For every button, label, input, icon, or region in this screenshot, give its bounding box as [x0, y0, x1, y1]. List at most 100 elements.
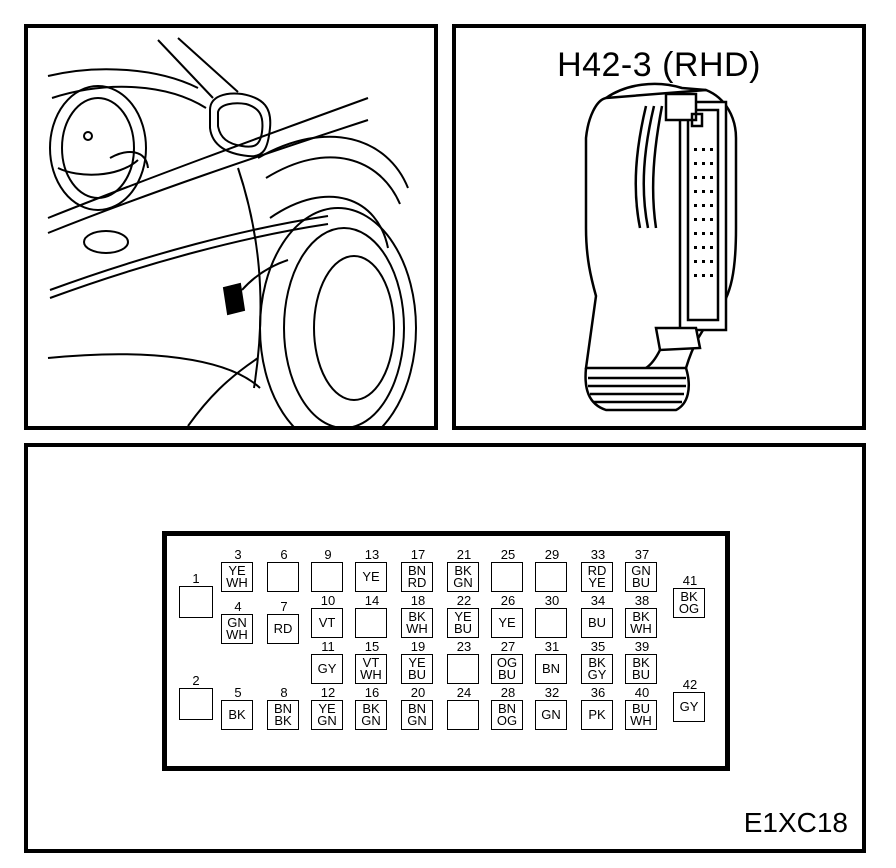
- connector-housing-illustration: [584, 82, 738, 412]
- wire-color-code: GN: [453, 575, 473, 590]
- figure-code: E1XC18: [743, 807, 848, 838]
- pin-cavity: [447, 700, 479, 730]
- pin-number: 21: [456, 547, 472, 562]
- wire-color-code: YE: [318, 701, 336, 716]
- pin-number: 9: [324, 547, 332, 562]
- wire-color-code: GN: [407, 713, 427, 728]
- pin-cavity: YE: [491, 608, 523, 638]
- wire-color-code: OG: [678, 601, 700, 616]
- pin-number: 19: [410, 639, 426, 654]
- wire-color-code: YE: [228, 563, 246, 578]
- pin-number: 24: [456, 685, 472, 700]
- wire-color-code: BK: [680, 589, 698, 604]
- pin-number: 1: [192, 571, 200, 586]
- pin-cavity: YE: [355, 562, 387, 592]
- pin-cavity: [267, 562, 299, 592]
- wire-color-code: GN: [361, 713, 381, 728]
- pin-number: 8: [280, 685, 288, 700]
- wire-color-code: BK: [454, 563, 472, 578]
- pin-number: 10: [320, 593, 336, 608]
- pin-number: 7: [280, 599, 288, 614]
- pin-number: 20: [410, 685, 426, 700]
- wire-color-code: BN: [407, 563, 427, 578]
- wire-color-code: GN: [631, 563, 651, 578]
- wire-color-code: BK: [274, 713, 292, 728]
- pin-number: 28: [500, 685, 516, 700]
- wire-color-code: WH: [226, 575, 248, 590]
- pin-number: 2: [192, 673, 200, 688]
- wire-color-code: BN: [541, 661, 561, 676]
- wire-color-code: BU: [631, 701, 651, 716]
- pin-number: 23: [456, 639, 472, 654]
- pin-number: 4: [234, 599, 242, 614]
- vehicle-side-illustration: [47, 37, 417, 426]
- wire-color-code: WH: [406, 621, 428, 636]
- pin-cavity: [179, 586, 213, 618]
- pin-number: 5: [234, 685, 242, 700]
- pin-number: 38: [634, 593, 650, 608]
- pin-cavity: GY: [673, 692, 705, 722]
- pin-number: 15: [364, 639, 380, 654]
- pin-cavity: [179, 688, 213, 720]
- pin-cavity: RD: [267, 614, 299, 644]
- wire-color-code: BK: [228, 707, 246, 722]
- pin-cavity: BU: [581, 608, 613, 638]
- pin-number: 42: [682, 677, 698, 692]
- pin-number: 33: [590, 547, 606, 562]
- wire-color-code: RD: [273, 621, 293, 636]
- pin-cavity: [447, 654, 479, 684]
- pin-number: 32: [544, 685, 560, 700]
- wire-color-code: YE: [498, 615, 516, 630]
- wire-color-code: GY: [679, 699, 699, 714]
- pin-cavity: GY: [311, 654, 343, 684]
- pin-number: 35: [590, 639, 606, 654]
- pin-cavity: PK: [581, 700, 613, 730]
- wire-color-code: PK: [588, 707, 606, 722]
- pin-cavity: [491, 562, 523, 592]
- wire-color-code: YE: [408, 655, 426, 670]
- wire-color-code: OG: [496, 655, 518, 670]
- pin-number: 25: [500, 547, 516, 562]
- wire-color-code: BK: [632, 609, 650, 624]
- pin-number: 3: [234, 547, 242, 562]
- pin-number: 36: [590, 685, 606, 700]
- pin-number: 13: [364, 547, 380, 562]
- wire-color-code: GN: [541, 707, 561, 722]
- wire-color-code: YE: [588, 575, 606, 590]
- wire-color-code: VT: [318, 615, 336, 630]
- pin-number: 22: [456, 593, 472, 608]
- pin-number: 30: [544, 593, 560, 608]
- wire-color-code: BN: [273, 701, 293, 716]
- pin-cavity: [535, 562, 567, 592]
- connector-panel: H42-3 (RHD): [452, 24, 866, 430]
- pin-number: 31: [544, 639, 560, 654]
- wire-color-code: BK: [408, 609, 426, 624]
- vehicle-location-panel: [24, 24, 438, 430]
- wire-color-code: GY: [587, 667, 607, 682]
- pin-cavity: BN: [535, 654, 567, 684]
- pin-number: 26: [500, 593, 516, 608]
- wire-color-code: VT: [362, 655, 380, 670]
- wire-color-code: BU: [587, 615, 607, 630]
- wire-color-code: YE: [362, 569, 380, 584]
- wire-color-code: GN: [317, 713, 337, 728]
- wire-color-code: BU: [407, 667, 427, 682]
- wire-color-code: YE: [454, 609, 472, 624]
